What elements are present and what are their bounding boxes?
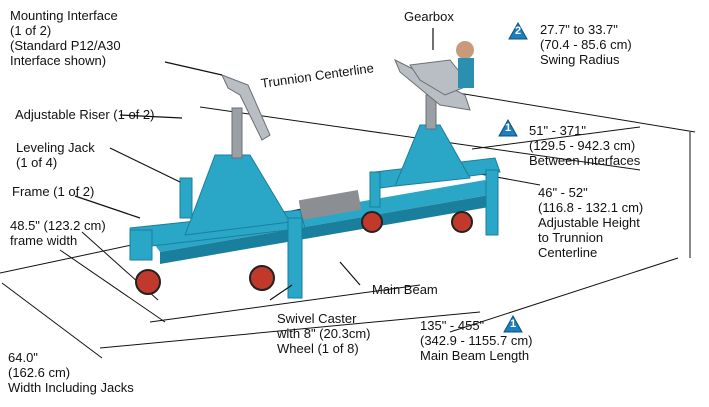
note-badge-2: 2 xyxy=(508,22,528,40)
left-frame-shape xyxy=(129,107,306,299)
operator-figure xyxy=(456,41,474,88)
mounting-plates xyxy=(221,58,471,141)
leveling-jack-label: Leveling Jack (1 of 4) xyxy=(16,140,95,170)
swing-radius-label: 27.7" to 33.7" (70.4 - 85.6 cm) Swing Ra… xyxy=(540,22,632,67)
between-interfaces-label: 51" - 371" (129.5 - 942.3 cm) Between In… xyxy=(529,123,641,168)
main-beam-label: Main Beam xyxy=(372,282,438,297)
note-badge-1-interfaces: 1 xyxy=(498,119,518,137)
right-frame-shape xyxy=(369,94,501,236)
caster-wheels xyxy=(135,211,473,295)
frame-label: Frame (1 of 2) xyxy=(12,184,95,199)
note-badge-1-beam: 1 xyxy=(503,315,523,333)
width-including-jacks-label: 64.0" (162.6 cm) Width Including Jacks xyxy=(8,350,134,395)
swivel-caster-label: Swivel Caster with 8" (20.3cm) Wheel (1 … xyxy=(277,311,371,356)
frame-width-label: 48.5" (123.2 cm) frame width xyxy=(10,218,106,248)
adjustable-riser-label: Adjustable Riser (1 of 2) xyxy=(15,107,155,122)
leader-lines xyxy=(74,28,434,301)
mounting-interface-label: Mounting Interface (1 of 2) (Standard P1… xyxy=(10,8,121,68)
adjustable-height-label: 46" - 52" (116.8 - 132.1 cm) Adjustable … xyxy=(538,185,644,260)
main-beam-length-label: 135" - 455" (342.9 - 1155.7 cm) Main Bea… xyxy=(420,318,533,363)
gearbox-label: Gearbox xyxy=(404,9,454,24)
